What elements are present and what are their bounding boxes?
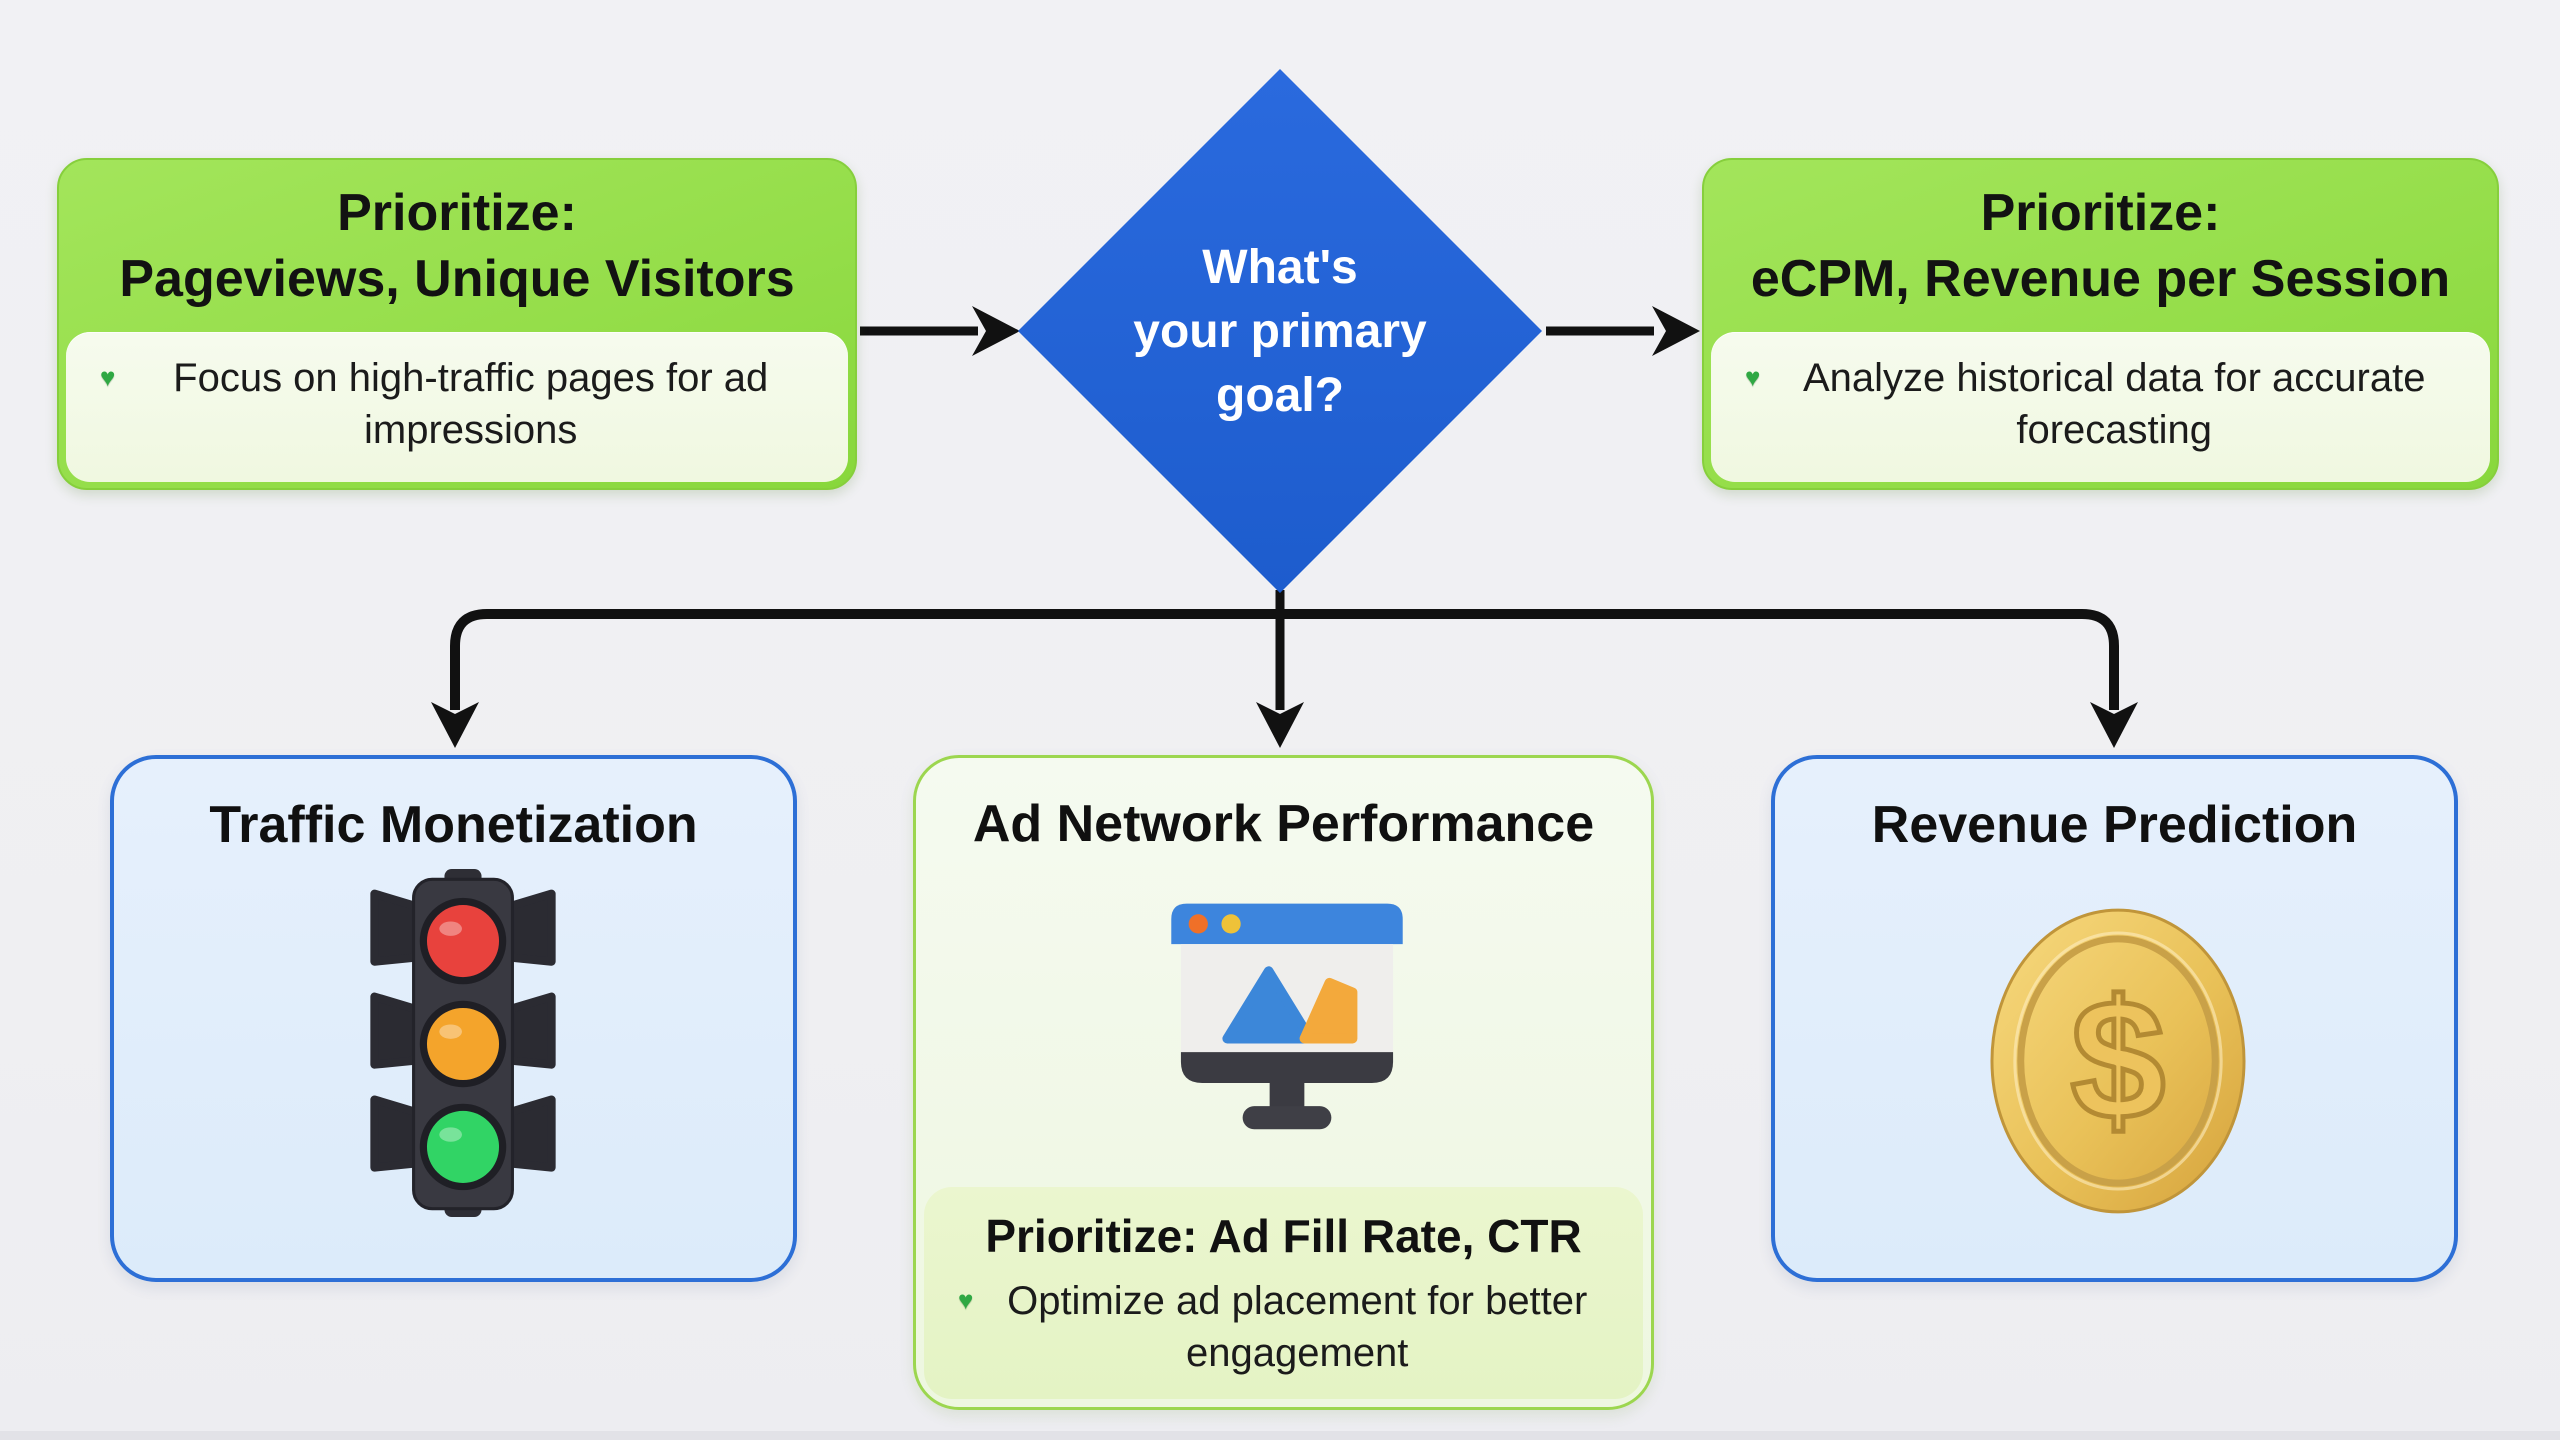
branch-title-line-2: eCPM, Revenue per Session (1750, 250, 2451, 308)
outcome-box-revenue-prediction: Revenue Prediction $ (1771, 755, 2458, 1282)
heart-bullet-icon: ♥ (100, 362, 116, 392)
branch-box-revenue-priority: Prioritize: eCPM, Revenue per Session ♥ … (1702, 158, 2499, 490)
branch-detail-panel: ♥ Focus on high-traffic pages for ad imp… (66, 332, 848, 482)
decision-question: What's your primary goal? (1040, 236, 1520, 428)
priority-panel: Prioritize: Ad Fill Rate, CTR ♥ Optimize… (924, 1187, 1643, 1399)
decision-line-2: your primary (1133, 305, 1427, 358)
traffic-light-icon (370, 869, 556, 1217)
branch-box-traffic-priority: Prioritize: Pageviews, Unique Visitors ♥… (57, 158, 857, 490)
dollar-coin-icon: $ (1990, 908, 2246, 1214)
dollar-symbol: $ (2071, 965, 2166, 1156)
ad-monitor-icon (1171, 903, 1403, 1130)
branch-title-line-1: Prioritize: (1980, 184, 2221, 242)
outcome-box-ad-network-performance: Ad Network Performance Prioritize: Ad Fi… (913, 755, 1654, 1410)
branch-title: Prioritize: Pageviews, Unique Visitors (59, 180, 855, 312)
outcome-title: Revenue Prediction (1871, 796, 2358, 854)
branch-title-line-1: Prioritize: (337, 184, 577, 242)
outcome-box-traffic-monetization: Traffic Monetization (110, 755, 797, 1282)
heart-bullet-icon: ♥ (1745, 362, 1761, 392)
priority-title: Prioritize: Ad Fill Rate, CTR (985, 1210, 1582, 1262)
heart-bullet-icon: ♥ (958, 1285, 974, 1315)
arrow-left-to-diamond (860, 306, 1020, 356)
branch-connector (431, 590, 2138, 748)
branch-title: Prioritize: eCPM, Revenue per Session (1704, 180, 2497, 312)
bottom-edge-strip (0, 1431, 2560, 1440)
decision-line-1: What's (1202, 241, 1358, 294)
branch-bullet-text: Analyze historical data for accurate for… (1802, 356, 2426, 452)
decision-diamond (1018, 69, 1542, 593)
outcome-title: Ad Network Performance (972, 795, 1595, 853)
decision-line-3: goal? (1216, 369, 1344, 422)
branch-title-line-2: Pageviews, Unique Visitors (119, 250, 795, 308)
branch-bullet-text: Focus on high-traffic pages for ad impre… (173, 356, 769, 452)
priority-bullet-text: Optimize ad placement for better engagem… (1007, 1279, 1588, 1375)
outcome-title: Traffic Monetization (209, 796, 698, 854)
branch-detail-panel: ♥ Analyze historical data for accurate f… (1711, 332, 2490, 482)
arrow-diamond-to-right (1546, 306, 1700, 356)
